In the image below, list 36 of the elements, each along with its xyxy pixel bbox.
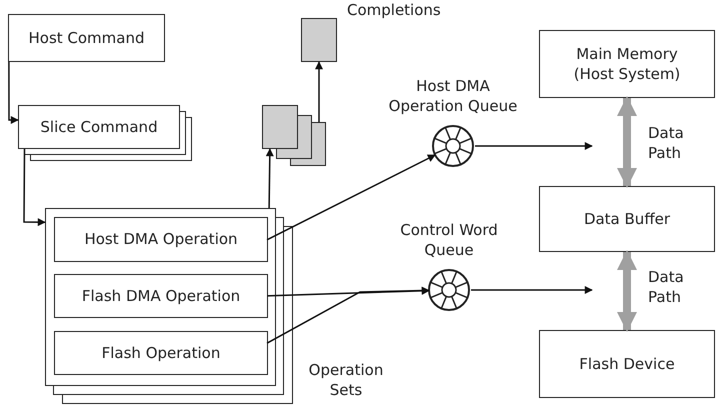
- process-box: [54, 274, 268, 318]
- node-caption: Operation Sets: [308, 360, 384, 400]
- box-label: Host DMA Operation: [83, 229, 239, 250]
- process-box: [18, 105, 180, 149]
- arrow: [8, 62, 19, 124]
- arrow: [475, 142, 593, 150]
- data-path-arrow: [617, 250, 637, 332]
- process-box: [539, 186, 715, 252]
- queue-ring-icon: [431, 124, 475, 168]
- process-box: [539, 30, 715, 98]
- arrow: [266, 286, 430, 344]
- process-box: [54, 331, 268, 375]
- arrow: [315, 61, 323, 122]
- box-label: Flash Device: [578, 354, 676, 374]
- node-heading: Completions: [347, 0, 442, 20]
- box-label: Flash DMA Operation: [80, 286, 242, 306]
- process-box: [8, 14, 165, 62]
- process-box: [54, 217, 268, 262]
- completion-box: [301, 18, 337, 62]
- box-label: Data Buffer: [582, 208, 672, 230]
- arrow: [266, 154, 436, 240]
- node-heading: Control Word Queue: [399, 220, 499, 260]
- completion-box: [262, 105, 298, 149]
- data-path-arrow: [617, 96, 637, 188]
- node-heading: Host DMA Operation Queue: [388, 76, 518, 116]
- process-box: [539, 330, 715, 398]
- queue-ring-icon: [427, 268, 471, 312]
- arrow: [23, 149, 46, 226]
- arrow: [266, 148, 274, 208]
- box-label: Slice Command: [39, 116, 159, 138]
- container-box: [45, 208, 276, 386]
- arrow: [471, 286, 593, 294]
- arrow: [266, 286, 430, 297]
- box-label: Host Command: [27, 28, 146, 48]
- box-label: Flash Operation: [100, 342, 222, 364]
- box-label: Main Memory (Host System): [572, 44, 682, 84]
